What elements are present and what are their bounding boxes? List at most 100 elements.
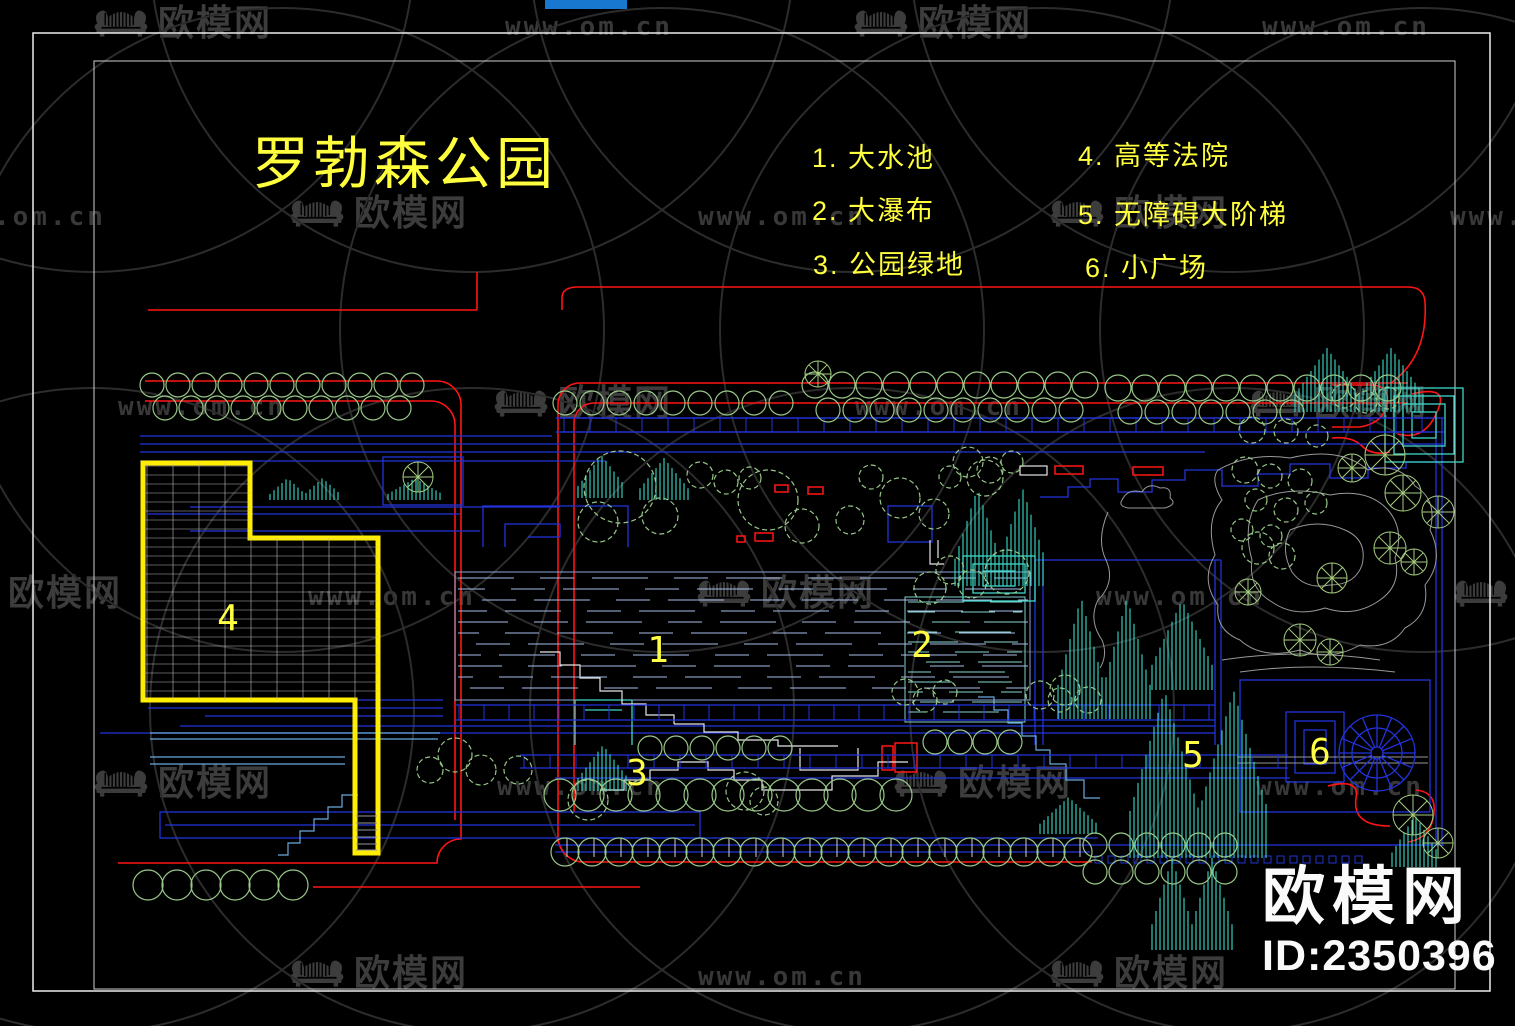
conifer-branch bbox=[1351, 457, 1363, 469]
conifer-branch bbox=[1413, 552, 1424, 563]
contour bbox=[1221, 653, 1428, 764]
tree-cluster bbox=[1231, 456, 1259, 484]
tree-circle bbox=[204, 395, 230, 421]
road-line bbox=[145, 400, 456, 820]
tree-circle bbox=[599, 778, 633, 812]
tree-circle bbox=[1186, 832, 1212, 858]
contour bbox=[1285, 523, 1364, 587]
path-lines bbox=[100, 732, 1432, 853]
watermark-logo: 欧模网 bbox=[288, 194, 468, 231]
tree-circle bbox=[655, 778, 689, 812]
tree-circle bbox=[633, 390, 659, 416]
conifer-branch bbox=[1384, 454, 1400, 470]
outer-border bbox=[32, 32, 1491, 992]
conifer-branch bbox=[1321, 567, 1333, 579]
tree-circle bbox=[1374, 374, 1402, 402]
lightblue-steps bbox=[150, 696, 1100, 856]
tree-cluster bbox=[891, 678, 919, 706]
watermark-circle bbox=[529, 387, 1175, 1026]
paving-dot bbox=[1276, 855, 1285, 864]
terrace-line bbox=[540, 651, 675, 724]
tree-circle bbox=[977, 397, 1003, 423]
plaza-wheel-spoke bbox=[1361, 758, 1376, 789]
tree-circle bbox=[820, 837, 850, 867]
conifer-branch bbox=[1413, 561, 1424, 572]
conifer-branch bbox=[1370, 454, 1386, 470]
path-lines bbox=[150, 732, 440, 765]
conifer-branch bbox=[1288, 639, 1301, 652]
plaza-border bbox=[1239, 679, 1431, 813]
legend-item-5: 5. 无障碍大阶梯 bbox=[1078, 200, 1289, 230]
tree-circle bbox=[1108, 832, 1134, 858]
tree-circle bbox=[1266, 374, 1294, 402]
conifer-branch bbox=[1437, 511, 1450, 524]
tree-circle bbox=[360, 395, 386, 421]
tree-cluster bbox=[879, 477, 921, 519]
pergola-lines bbox=[140, 417, 1444, 453]
tree-circle bbox=[373, 372, 399, 398]
plaza-wheel-spoke bbox=[1341, 754, 1372, 769]
tree-circle bbox=[855, 371, 883, 399]
tree-circle bbox=[577, 837, 607, 867]
tree-circle bbox=[715, 735, 741, 761]
tree-circle bbox=[552, 390, 578, 416]
watermark-logo: 欧模网 bbox=[8, 572, 123, 613]
tree-circle bbox=[217, 372, 243, 398]
watermark-logo: 欧模网 bbox=[1048, 194, 1228, 231]
tree-circle bbox=[230, 395, 256, 421]
plaza-wheel-spoke bbox=[1361, 717, 1376, 748]
tree-cluster bbox=[583, 450, 657, 524]
tree-circle bbox=[1212, 374, 1240, 402]
tree-circle bbox=[801, 371, 829, 399]
tree-circle bbox=[928, 837, 958, 867]
meander bbox=[482, 505, 629, 547]
conifer-branch bbox=[1412, 814, 1428, 830]
tree-cluster bbox=[567, 779, 609, 821]
pool-outline bbox=[904, 596, 1026, 723]
tree-circle bbox=[277, 869, 309, 901]
tree-circle bbox=[1131, 374, 1159, 402]
tree-circle bbox=[550, 837, 580, 867]
watermark-url: www.om.cn bbox=[497, 772, 665, 802]
tree-circle bbox=[909, 371, 937, 399]
tree-circle bbox=[767, 778, 801, 812]
tree-circle bbox=[295, 372, 321, 398]
tree-cluster bbox=[932, 679, 958, 705]
tree-circle bbox=[1044, 371, 1072, 399]
tree-circle bbox=[1063, 837, 1093, 867]
tree-circle bbox=[627, 778, 661, 812]
contour-lines bbox=[1093, 453, 1437, 764]
tree-cluster bbox=[577, 501, 619, 543]
tree-circle bbox=[631, 837, 661, 867]
tree-cluster bbox=[957, 569, 987, 599]
tree-circle bbox=[1104, 374, 1132, 402]
tree-cluster bbox=[1268, 542, 1296, 570]
plaza-wheel-spoke bbox=[1341, 737, 1372, 752]
conifer-branch bbox=[1351, 467, 1363, 479]
watermark-circle bbox=[339, 7, 985, 653]
tree-cluster bbox=[1331, 383, 1357, 409]
path-lines bbox=[148, 506, 560, 532]
paving-dot bbox=[1315, 855, 1324, 864]
conifer-branch bbox=[1378, 536, 1391, 549]
paving-dot bbox=[1354, 855, 1363, 864]
tree-circle bbox=[269, 372, 295, 398]
legend-item-3: 3. 公园绿地 bbox=[813, 250, 966, 280]
tree-circle bbox=[1082, 832, 1108, 858]
plaza-wheel-spoke bbox=[1380, 725, 1405, 750]
tree-circle bbox=[282, 395, 308, 421]
watermark-circle bbox=[0, 7, 605, 653]
court-building bbox=[140, 460, 381, 856]
terrace-line bbox=[929, 540, 944, 565]
conifer-branch bbox=[1288, 628, 1301, 641]
legend-item-1: 1. 大水池 bbox=[812, 143, 936, 173]
tree-circle bbox=[321, 372, 347, 398]
building-outline bbox=[140, 460, 381, 856]
tree-cluster bbox=[1287, 468, 1313, 494]
watermark-logo: 欧模网 bbox=[892, 764, 1072, 801]
conifer-branch bbox=[1378, 547, 1391, 560]
tree-circle bbox=[386, 395, 412, 421]
tree-circle bbox=[711, 778, 745, 812]
tree-cluster bbox=[935, 555, 965, 585]
tree-cluster bbox=[952, 446, 984, 478]
